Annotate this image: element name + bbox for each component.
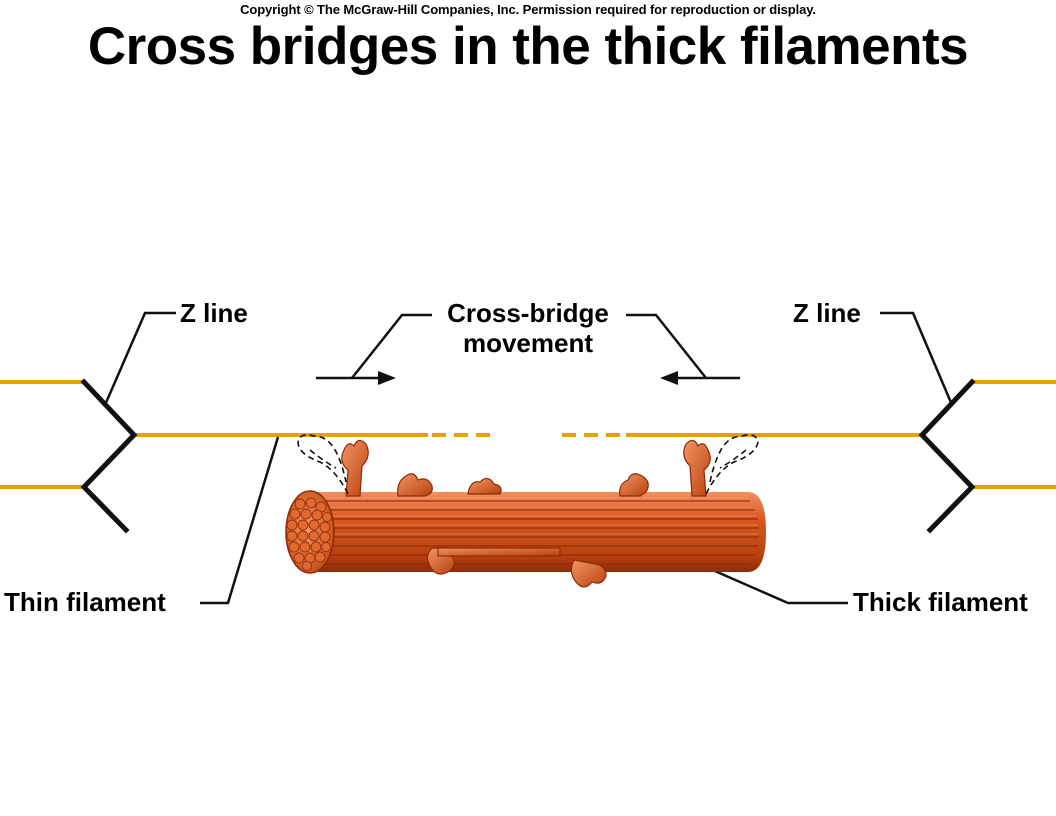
cross-bridge-head-bottom-3 xyxy=(570,559,607,588)
cross-bridge-leader-left xyxy=(351,313,432,379)
z-line-right-label: Z line xyxy=(793,298,861,328)
z-line-left-leader xyxy=(103,311,176,406)
ghost-head-left xyxy=(297,434,349,495)
cross-bridge-head-top-3 xyxy=(619,473,649,497)
copyright-notice: Copyright © The McGraw-Hill Companies, I… xyxy=(240,2,816,17)
cross-bridge-head-right-raised xyxy=(683,439,711,497)
thin-filament-leader xyxy=(200,436,280,605)
thick-filament-strands xyxy=(312,500,759,565)
cross-bridge-head-top-2 xyxy=(467,477,502,495)
thick-filament-body xyxy=(310,492,766,572)
cross-bridge-head-bottom-2 xyxy=(437,547,561,557)
thick-filament xyxy=(285,434,766,588)
thin-filament-label: Thin filament xyxy=(4,587,166,617)
cross-bridge-label-line2: movement xyxy=(463,328,593,358)
thick-filament-end-fibers xyxy=(286,497,332,571)
arrow-right-head xyxy=(378,371,396,385)
z-line-left xyxy=(80,378,138,534)
cross-bridge-head-left-raised xyxy=(341,439,369,497)
arrow-left-head xyxy=(660,371,678,385)
z-line-right-leader xyxy=(880,311,954,406)
cross-bridge-heads xyxy=(341,439,711,588)
movement-arrows xyxy=(316,371,740,385)
cross-bridge-label-line1: Cross-bridge xyxy=(447,298,609,328)
thin-filaments xyxy=(0,380,1056,489)
ghost-head-right-inner xyxy=(719,449,747,469)
z-line-right xyxy=(918,378,976,534)
cross-bridge-leader-right xyxy=(626,313,707,379)
leader-lines xyxy=(103,311,954,605)
thick-filament-leader xyxy=(707,566,848,605)
cross-bridge-head-top-1 xyxy=(397,473,433,497)
cross-bridge-ghost-outlines xyxy=(297,434,759,495)
thick-filament-label: Thick filament xyxy=(853,587,1028,617)
z-line-left-label: Z line xyxy=(180,298,248,328)
ghost-head-left-inner xyxy=(309,449,337,469)
page-title: Cross bridges in the thick filaments xyxy=(87,17,969,76)
ghost-head-right xyxy=(705,434,759,495)
